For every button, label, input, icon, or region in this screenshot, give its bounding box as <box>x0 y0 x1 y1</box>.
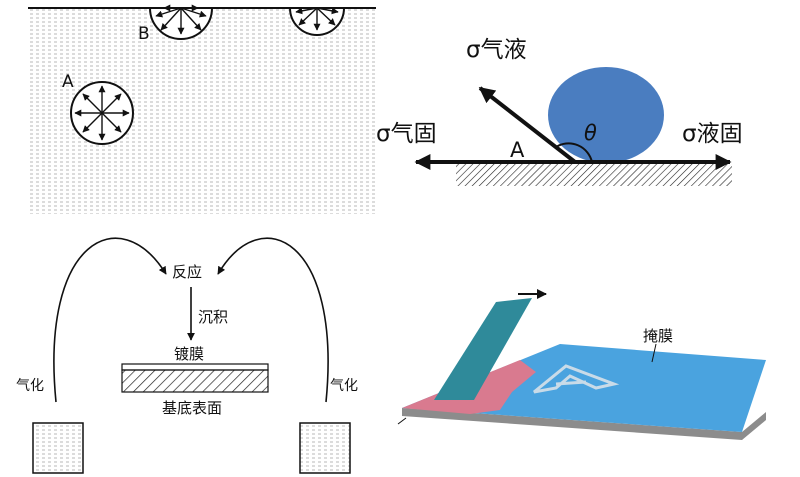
droplet <box>548 67 664 163</box>
coating-label: 镀膜 <box>174 345 204 363</box>
deposit-label: 沉积 <box>198 308 228 326</box>
sigma-gas-liquid-arrow <box>478 86 577 164</box>
coating-layer <box>121 363 269 371</box>
sigma-gas-solid-label: σ气固 <box>376 121 437 147</box>
blade <box>434 298 532 400</box>
vaporize-right-label: 气化 <box>330 378 358 394</box>
mask-letter <box>533 364 620 394</box>
panel-surface-tension: B A <box>28 4 376 214</box>
sigma-liquid-solid-label: σ液固 <box>682 121 743 147</box>
label-b: B <box>138 24 150 44</box>
molecule-c <box>288 7 346 36</box>
mask-label: 掩膜 <box>643 327 673 345</box>
sigma-gas-liquid-label: σ气液 <box>466 37 527 63</box>
left-vapor-path <box>53 237 167 403</box>
label-a: A <box>62 72 74 92</box>
reaction-label: 反应 <box>172 263 202 281</box>
solid-substrate <box>456 162 732 186</box>
right-vapor-path <box>217 237 329 403</box>
vaporize-left-label: 气化 <box>16 378 44 394</box>
panel-deposition: 反应 沉积 镀膜 基底表面 气化 气化 <box>16 237 358 474</box>
left-source-container <box>32 422 84 474</box>
substrate-block <box>121 369 269 393</box>
contact-point-label: A <box>510 138 525 162</box>
mask-leader <box>651 343 657 363</box>
contact-angle-arc <box>555 142 593 163</box>
substrate-label: 基底表面 <box>162 399 222 417</box>
base-side <box>402 408 766 440</box>
edge-tick <box>397 417 407 425</box>
molecule-b <box>148 4 214 40</box>
molecule-a <box>70 81 134 145</box>
panel-contact-angle: A θ σ气液 σ气固 σ液固 <box>376 37 743 186</box>
right-source-container <box>299 422 351 474</box>
panel-mask: 掩膜 <box>397 289 766 440</box>
theta-label: θ <box>584 121 597 145</box>
